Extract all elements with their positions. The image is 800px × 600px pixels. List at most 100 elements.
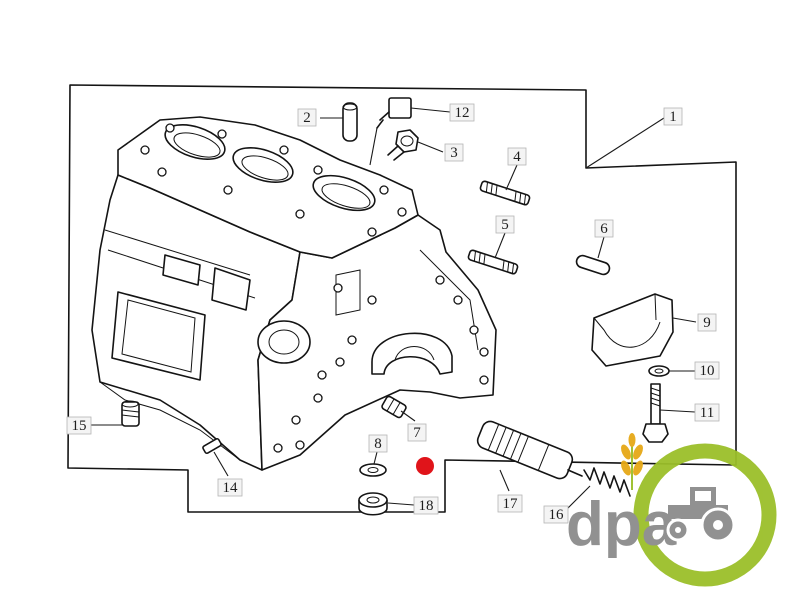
leader-block-sensor: [369, 127, 378, 166]
cylinder-bore-3-inner: [321, 183, 371, 209]
wheat-grain: [621, 460, 631, 476]
callout-10: 10: [694, 361, 720, 380]
leader-7: [400, 410, 416, 422]
callout-label: 14: [223, 480, 239, 496]
bolt-hole: [140, 145, 150, 155]
bolt-hole: [157, 167, 167, 177]
callout-15: 15: [66, 416, 92, 435]
plug-thread: [121, 409, 140, 418]
bolt-hole: [479, 347, 489, 357]
bolt-hole: [295, 440, 305, 450]
callout-18: 18: [413, 496, 439, 515]
callout-14: 14: [217, 478, 243, 497]
part-5-stud: [467, 249, 519, 275]
stud-body: [467, 249, 519, 275]
leader-5: [494, 232, 506, 259]
pump-shaft: [567, 469, 583, 477]
callout-label: 8: [374, 436, 382, 452]
cylinder-bore-2-inner: [241, 155, 289, 181]
tractor-cab-window: [695, 491, 711, 501]
part-8-washer: [359, 463, 387, 477]
deck-bolt-holes: [140, 123, 407, 237]
callout-label: 10: [700, 363, 715, 379]
callout-8: 8: [368, 434, 388, 453]
bolt-hole: [469, 325, 479, 335]
callout-label: 16: [549, 507, 565, 523]
bolt-hole: [347, 335, 357, 345]
bolt-hole: [291, 415, 301, 425]
part-9-bearing-shell: [591, 293, 674, 367]
bolt-hole: [317, 370, 327, 380]
dowel-top: [342, 103, 358, 111]
diagram-boundary: [67, 84, 737, 513]
bearing-web-inner: [394, 346, 435, 361]
plug-face: [400, 135, 414, 147]
callout-label: 17: [503, 496, 519, 512]
callout-11: 11: [694, 403, 720, 422]
callout-16: 16: [543, 505, 569, 524]
callout-3: 3: [444, 143, 464, 162]
cylinder-bore-1-inner: [173, 132, 221, 158]
part-16-spring: [583, 467, 631, 497]
oil-filter-mount-inner: [268, 329, 300, 355]
front-face-details: [257, 249, 489, 453]
leader-14: [213, 451, 229, 477]
callout-12: 12: [449, 103, 475, 122]
logo-wordmark: dpa: [566, 490, 677, 559]
part-14-fitting: [202, 437, 222, 455]
callout-label: 15: [72, 418, 87, 434]
side-window-inner: [121, 299, 196, 373]
stud-thread: [473, 251, 515, 274]
part-7-fitting: [381, 395, 407, 419]
plug-hex: [395, 129, 419, 153]
bolt-hole: [165, 123, 175, 133]
wheat-grain: [633, 444, 643, 460]
pump-ribs: [487, 424, 550, 471]
callout-box: [444, 143, 464, 162]
bearing-web: [371, 332, 453, 375]
bolt-hole: [313, 165, 323, 175]
tractor-rear-hub: [713, 520, 723, 530]
callout-label: 4: [513, 149, 521, 165]
callout-box: [495, 215, 515, 234]
callout-label: 18: [419, 498, 434, 514]
callout-label: 6: [600, 221, 608, 237]
wheat-icon: [621, 433, 643, 490]
callout-label: 2: [303, 110, 311, 126]
callout-6: 6: [594, 219, 614, 238]
leader-9: [672, 317, 697, 323]
bolt-hole: [273, 443, 283, 453]
washer-hole: [654, 368, 664, 374]
callout-box: [594, 219, 614, 238]
part-18-seal: [358, 492, 388, 516]
plug-top: [121, 400, 139, 408]
callout-box: [507, 147, 527, 166]
bolt-hole: [279, 145, 289, 155]
bolt-hole: [397, 207, 407, 217]
bolt-thread: [650, 387, 661, 407]
callout-box: [449, 103, 475, 122]
callout-box: [66, 416, 92, 435]
leader-11: [659, 409, 696, 413]
wheat-grain: [621, 444, 631, 460]
bolt-hole: [367, 295, 377, 305]
callout-box: [694, 361, 720, 380]
bolt-hole: [223, 185, 233, 195]
leader-lines: [91, 107, 697, 511]
callout-box: [413, 496, 439, 515]
callout-box: [694, 403, 720, 422]
engine-block: [91, 116, 497, 471]
leader-3: [417, 141, 444, 153]
callout-box: [697, 313, 717, 332]
callout-box: [497, 494, 523, 513]
callout-17: 17: [497, 494, 523, 513]
bolt-hole: [453, 295, 463, 305]
bolt-hole: [335, 357, 345, 367]
leader-8: [373, 451, 378, 465]
tractor-icon: [666, 487, 736, 543]
part-2-dowel: [342, 102, 358, 142]
callout-label: 9: [703, 315, 711, 331]
callout-4: 4: [507, 147, 527, 166]
seal-top: [358, 492, 388, 508]
